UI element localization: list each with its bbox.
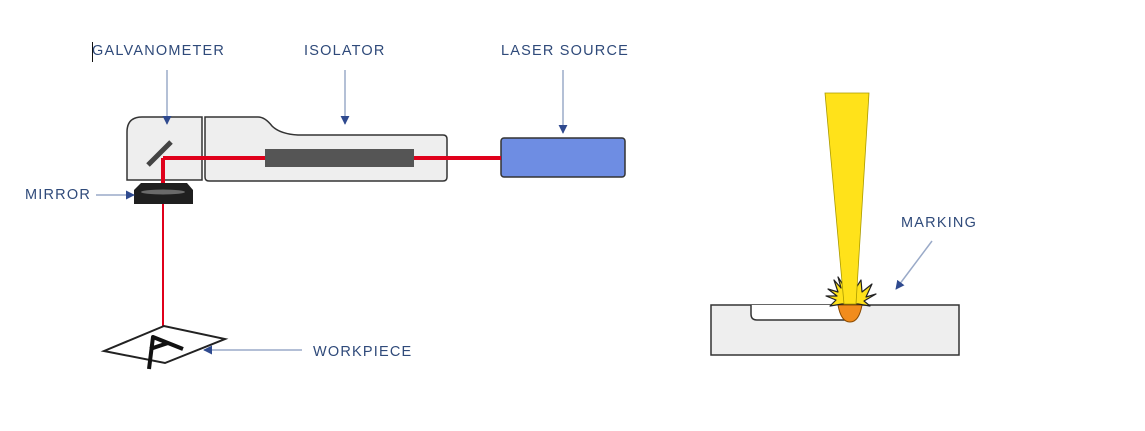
marking-arrow xyxy=(895,240,933,290)
marking-beam-icon xyxy=(824,92,870,305)
workpiece-label: WORKPIECE xyxy=(313,344,413,360)
isolator-core-icon xyxy=(265,149,414,167)
marking-label: MARKING xyxy=(901,215,978,231)
laser-source-block-icon xyxy=(500,137,626,178)
isolator-label: ISOLATOR xyxy=(304,43,386,59)
text-cursor xyxy=(92,42,93,62)
lens-icon xyxy=(141,189,185,195)
mirror-label: MIRROR xyxy=(25,187,92,203)
marking-groove-icon xyxy=(750,305,851,321)
melt-pool-icon xyxy=(837,304,863,323)
laser-source-label: LASER SOURCE xyxy=(501,43,630,59)
galvanometer-label: GALVANOMETER xyxy=(92,43,226,59)
workpiece-mark-icon xyxy=(147,335,184,370)
galvo-mirror-icon xyxy=(146,140,173,167)
